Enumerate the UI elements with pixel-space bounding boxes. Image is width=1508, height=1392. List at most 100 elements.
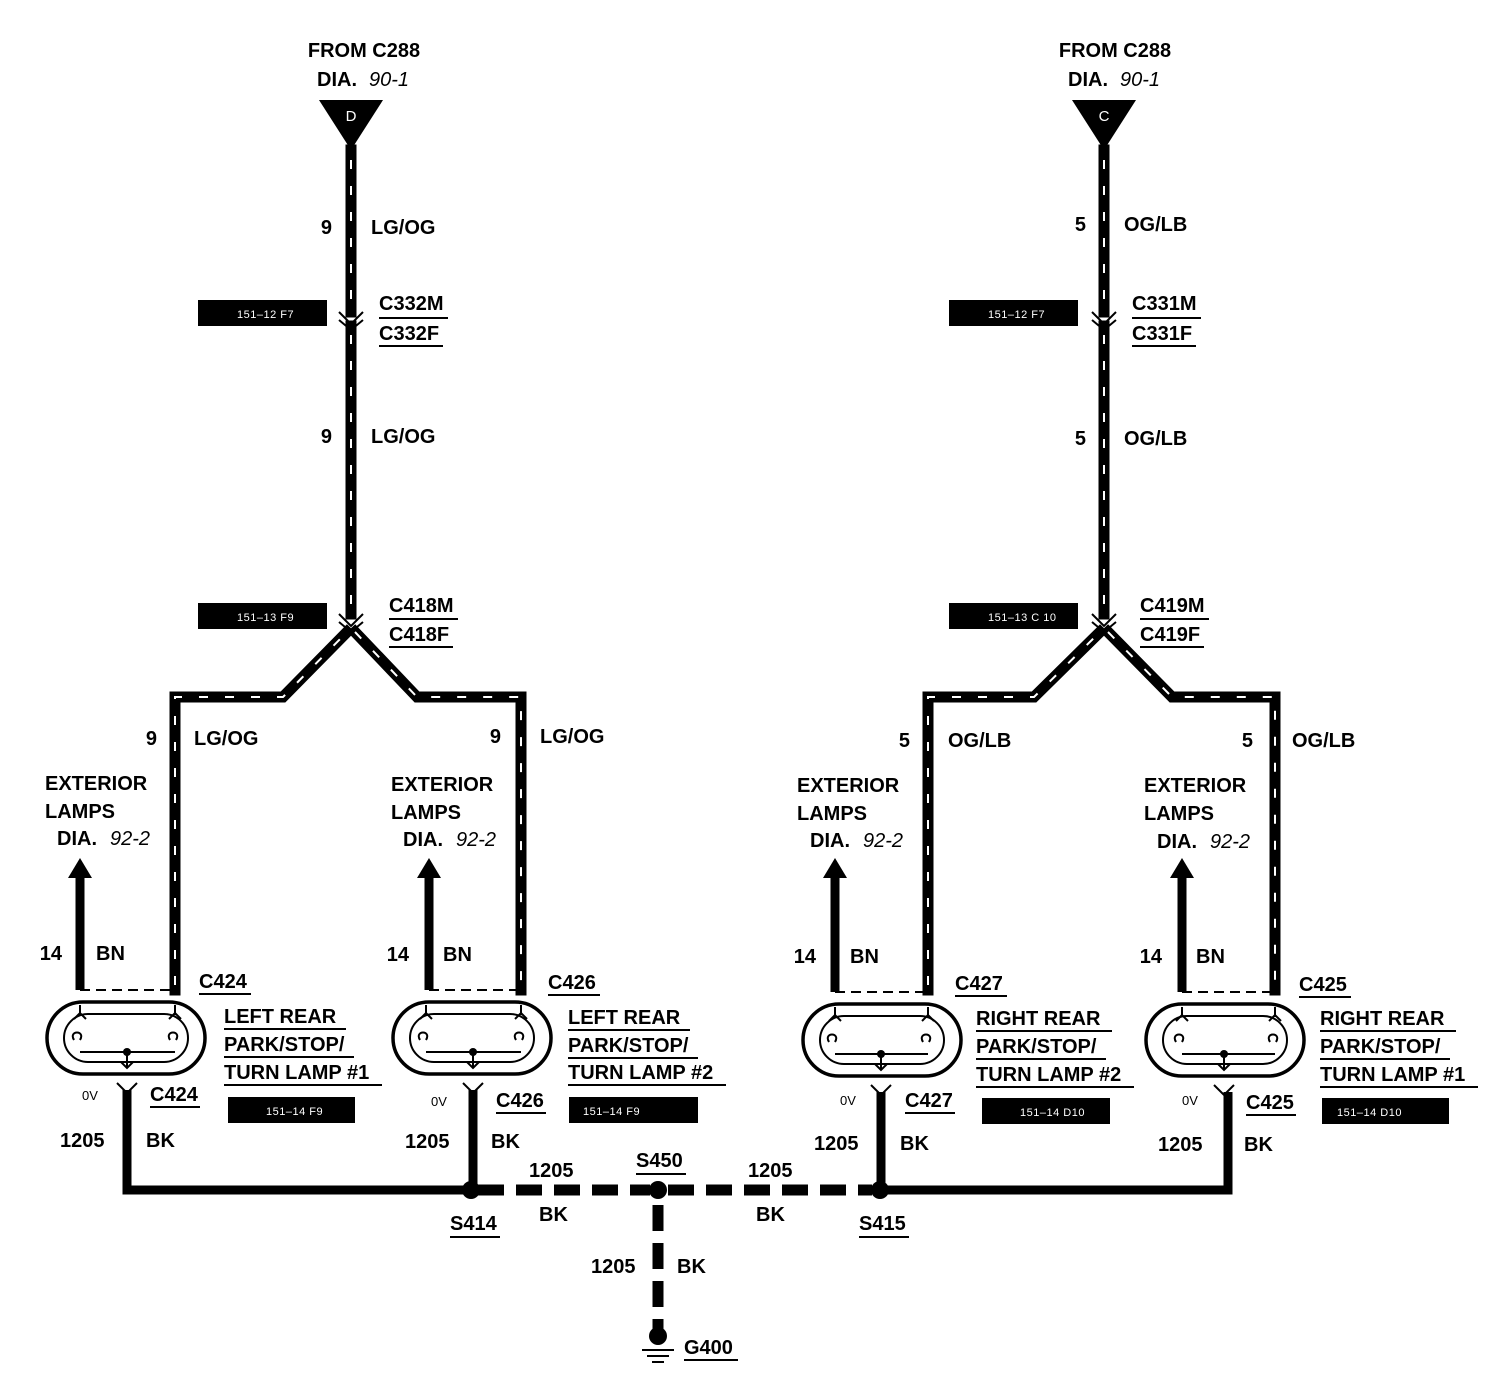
svg-text:BN: BN	[443, 944, 472, 966]
c332m-label: C332M	[379, 293, 443, 315]
c332-symbol	[338, 311, 364, 332]
s414-label: S414	[450, 1213, 498, 1235]
s415-label: S415	[859, 1213, 906, 1235]
bulb-filament-icon	[73, 1005, 182, 1020]
right-color-2: OG/LB	[1124, 428, 1187, 450]
source-c-dia: DIA.	[1068, 69, 1108, 91]
gnd3-circuit: 1205	[814, 1133, 859, 1155]
lamp1-circuit: 9	[146, 728, 157, 750]
right-circuit-2: 5	[1075, 428, 1086, 450]
svg-text:BN: BN	[96, 943, 125, 965]
exterior-lamps-2: EXTERIOR LAMPS DIA. 92-2 14 BN	[387, 774, 521, 991]
c419f-label: C419F	[1140, 624, 1200, 646]
lamp1-connector-top: C424	[199, 971, 248, 993]
gnd6-circuit: 1205	[748, 1160, 793, 1182]
ground-wire-lamp1	[122, 1090, 470, 1195]
gnd5-color: BK	[539, 1204, 568, 1226]
arrow-up-icon	[68, 858, 92, 878]
lamp2-voltage: 0V	[431, 1094, 447, 1109]
source-d: FROM C288 DIA. 90-1 D	[308, 40, 420, 150]
c418-symbol	[338, 613, 364, 634]
svg-text:EXTERIOR: EXTERIOR	[1144, 775, 1247, 797]
inline-connector-symbols	[338, 311, 1117, 634]
c419m-label: C419M	[1140, 595, 1204, 617]
svg-text:LAMPS: LAMPS	[391, 802, 461, 824]
arrow-up-icon	[823, 858, 847, 878]
lamp-housing	[801, 1002, 963, 1078]
lamp2-connector-top: C426	[548, 972, 596, 994]
lamp2-name3: TURN LAMP #2	[568, 1062, 713, 1084]
left-color-2: LG/OG	[371, 426, 435, 448]
lamp-right-rear-2: RIGHT REAR PARK/STOP/ TURN LAMP #2 C427 …	[801, 973, 1134, 1124]
svg-text:14: 14	[794, 946, 817, 968]
svg-text:14: 14	[1140, 946, 1163, 968]
wire-right-branch	[922, 624, 1281, 996]
connector-c-label: C	[1099, 108, 1110, 125]
source-c-dia-ref: 90-1	[1120, 69, 1160, 91]
tag-left-c418-text: 151–13 F9	[237, 612, 294, 624]
connector-d-triangle	[319, 100, 383, 150]
c331-symbol	[1091, 311, 1117, 332]
lamp3-circuit: 5	[899, 730, 910, 752]
lamp-housing	[1144, 1002, 1306, 1078]
lamp1-tag	[228, 1097, 355, 1123]
svg-text:DIA.: DIA.	[810, 830, 850, 852]
right-circuit-1: 5	[1075, 214, 1086, 236]
lamp3-voltage: 0V	[840, 1093, 856, 1108]
g400-label: G400	[684, 1337, 733, 1359]
source-d-dia-ref: 90-1	[369, 69, 409, 91]
arrow-up-icon	[1170, 858, 1194, 878]
wire-left-branch	[169, 624, 527, 996]
lamp-housing	[45, 1000, 207, 1076]
lamp4-name3: TURN LAMP #1	[1320, 1064, 1465, 1086]
tag-right-c331-text: 151–12 F7	[988, 309, 1045, 321]
lamp2-tag	[569, 1097, 698, 1123]
c331f-label: C331F	[1132, 323, 1192, 345]
c331m-label: C331M	[1132, 293, 1196, 315]
svg-text:EXTERIOR: EXTERIOR	[45, 773, 148, 795]
gnd4-color: BK	[1244, 1134, 1273, 1156]
svg-text:LAMPS: LAMPS	[45, 801, 115, 823]
tag-right-c331	[949, 300, 1078, 326]
lamp1-name2: PARK/STOP/	[224, 1034, 345, 1056]
lamp3-color: OG/LB	[948, 730, 1011, 752]
svg-text:EXTERIOR: EXTERIOR	[391, 774, 494, 796]
ground-wire-lamp4	[881, 1092, 1233, 1195]
lamp4-name2: PARK/STOP/	[1320, 1036, 1441, 1058]
svg-text:EXTERIOR: EXTERIOR	[797, 775, 900, 797]
lamp2-circuit: 9	[490, 726, 501, 748]
source-c-from: FROM C288	[1059, 40, 1171, 62]
svg-text:92-2: 92-2	[110, 828, 150, 850]
svg-text:BN: BN	[850, 946, 879, 968]
gnd2-color: BK	[491, 1131, 520, 1153]
left-color-1: LG/OG	[371, 217, 435, 239]
svg-text:151–14 D10: 151–14 D10	[1337, 1107, 1402, 1119]
exterior-lamps-3: EXTERIOR LAMPS DIA. 92-2 14 BN	[794, 775, 928, 993]
svg-text:14: 14	[387, 944, 410, 966]
c418m-label: C418M	[389, 595, 453, 617]
lamp1-name3: TURN LAMP #1	[224, 1062, 369, 1084]
svg-text:LAMPS: LAMPS	[1144, 803, 1214, 825]
lamp4-circuit: 5	[1242, 730, 1253, 752]
s450-label: S450	[636, 1150, 683, 1172]
bulb-filament-icon	[419, 1005, 528, 1020]
exterior-lamps-1: EXTERIOR LAMPS DIA. 92-2 14 BN	[40, 773, 175, 991]
ground-wiring	[116, 1082, 1235, 1363]
splice-s414	[462, 1181, 480, 1199]
lamp3-connector-bottom: C427	[905, 1090, 953, 1112]
left-circuit-2: 9	[321, 426, 332, 448]
lamp-left-rear-1: LEFT REAR PARK/STOP/ TURN LAMP #1 C424 C…	[45, 971, 382, 1123]
gnd1-color: BK	[146, 1130, 175, 1152]
gnd3-color: BK	[900, 1133, 929, 1155]
svg-text:LAMPS: LAMPS	[797, 803, 867, 825]
gnd7-color: BK	[677, 1256, 706, 1278]
tag-left-c332	[198, 300, 327, 326]
tag-left-c418	[198, 603, 327, 629]
lamp1-name1: LEFT REAR	[224, 1006, 337, 1028]
bulb-filament-icon	[828, 1007, 935, 1022]
exterior-lamps-4: EXTERIOR LAMPS DIA. 92-2 14 BN	[1140, 775, 1275, 993]
gnd2-circuit: 1205	[405, 1131, 450, 1153]
lamp-right-rear-1: RIGHT REAR PARK/STOP/ TURN LAMP #1 C425 …	[1144, 974, 1478, 1124]
lamp3-name3: TURN LAMP #2	[976, 1064, 1121, 1086]
